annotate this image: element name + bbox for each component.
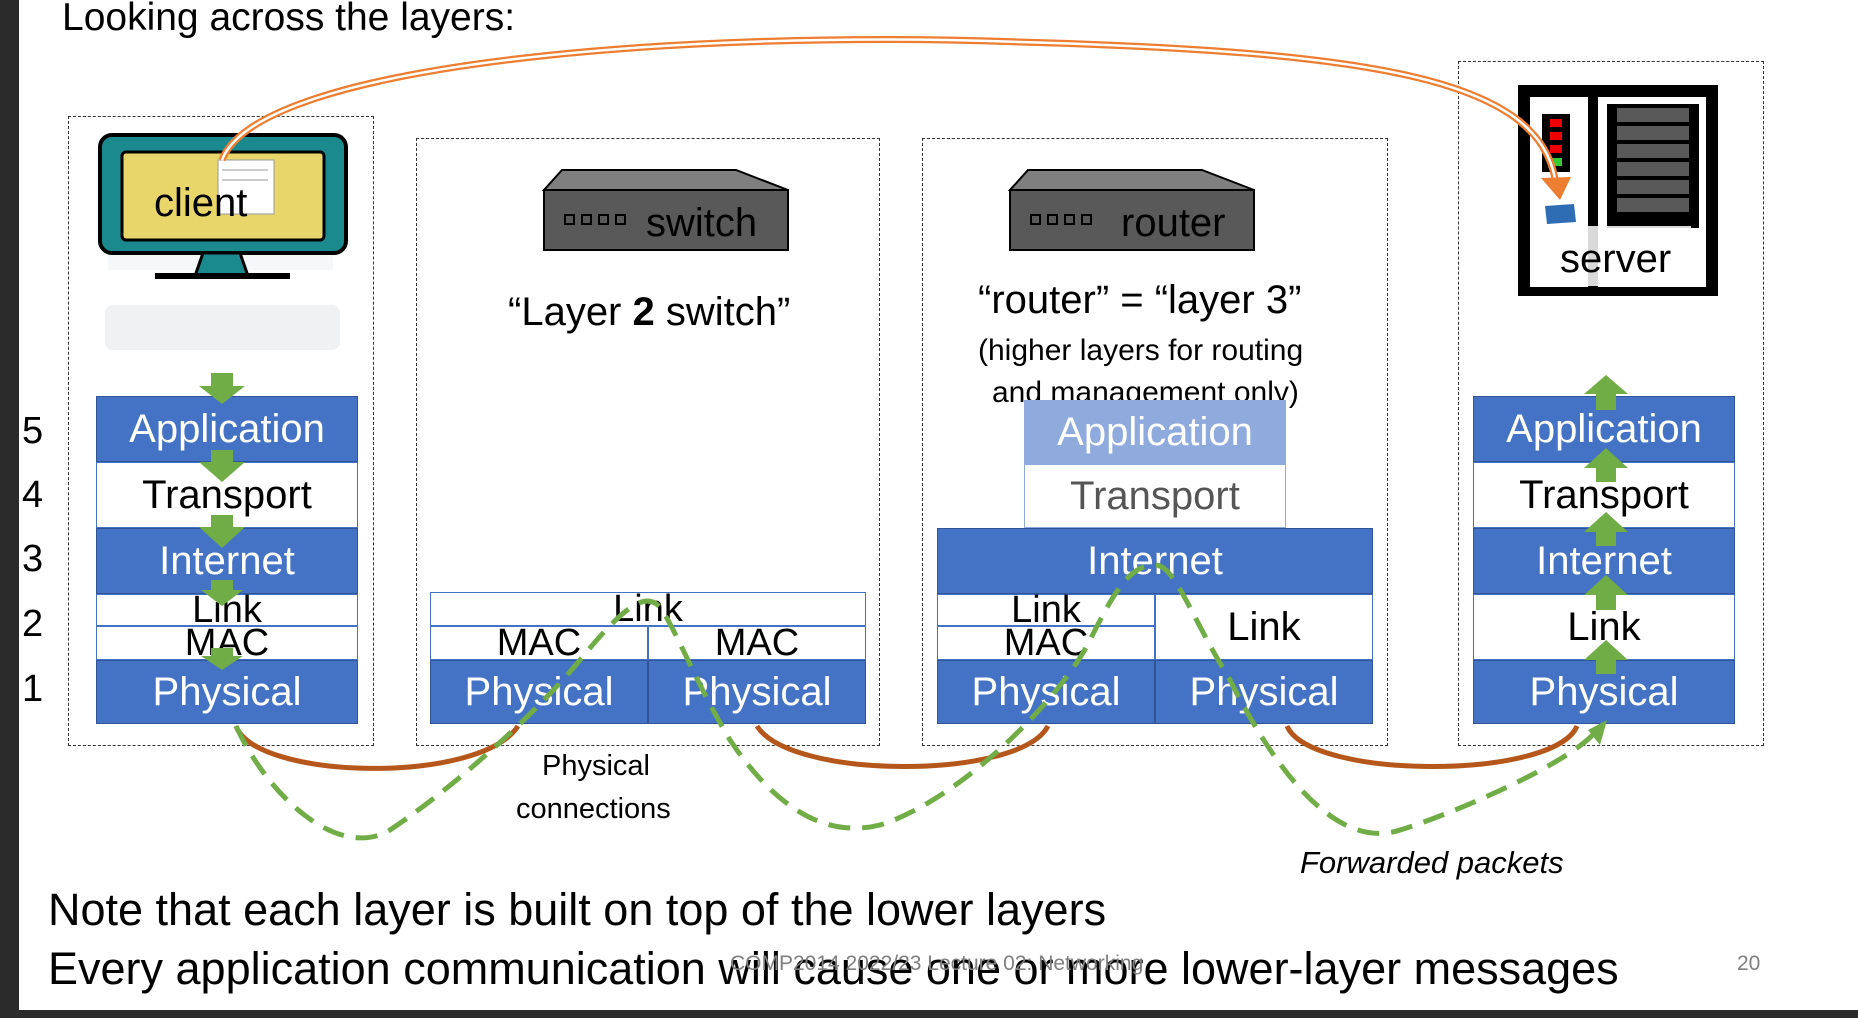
router-application-layer: Application [1024,400,1286,464]
switch-mac-left: MAC [430,622,648,664]
server-physical-layer: Physical [1473,660,1735,724]
router-physical-left: Physical [937,660,1155,724]
slide-footer: COMP2014 2022/23 Lecture 02: Networking [730,952,1144,975]
page-number: 20 [1737,952,1761,975]
switch-physical-left: Physical [430,660,648,724]
switch-physical-right: Physical [648,660,866,724]
physical-connections-label-2: connections [516,793,671,825]
layer-number-3: 3 [22,538,44,580]
client-internet-layer: Internet [96,528,358,594]
client-transport-layer: Transport [96,462,358,528]
switch-label: switch [646,201,758,245]
note-line-1: Note that each layer is built on top of … [48,884,1107,935]
slide-frame-bottom [0,1010,1858,1018]
layer-number-5: 5 [22,410,44,452]
switch-mac-right: MAC [648,622,866,664]
router-transport-layer: Transport [1024,464,1286,528]
switch-caption-suffix: switch” [654,290,791,334]
layer-number-1: 1 [22,668,44,710]
router-subcaption-1: (higher layers for routing [978,334,1304,367]
server-application-layer: Application [1473,396,1735,462]
layer-number-2: 2 [22,603,44,645]
layer-number-4: 4 [22,474,44,516]
server-label: server [1560,237,1672,281]
switch-link-layer: Link [430,588,866,630]
router-physical-right: Physical [1155,660,1373,724]
server-link-layer: Link [1473,594,1735,660]
client-label: client [154,181,248,225]
slide-frame-left [0,0,19,1018]
router-mac-left: MAC [937,622,1155,664]
slide-title: Looking across the layers: [62,0,516,39]
router-link-right: Link [1155,594,1373,660]
physical-connections-label-1: Physical [542,750,650,782]
router-internet-layer: Internet [937,528,1373,594]
forwarded-packets-label: Forwarded packets [1300,845,1564,880]
client-physical-layer: Physical [96,660,358,724]
router-label: router [1121,201,1226,245]
switch-caption-prefix: “Layer [508,290,633,334]
server-internet-layer: Internet [1473,528,1735,594]
switch-caption: “Layer 2 switch” [508,290,790,335]
note-line-2: Every application communication will cau… [48,943,1619,994]
router-caption: “router” = “layer 3” [978,278,1302,322]
switch-caption-bold: 2 [632,290,655,334]
client-application-layer: Application [96,396,358,462]
server-box [1458,61,1764,746]
client-mac-layer: MAC [96,622,358,664]
server-transport-layer: Transport [1473,462,1735,528]
